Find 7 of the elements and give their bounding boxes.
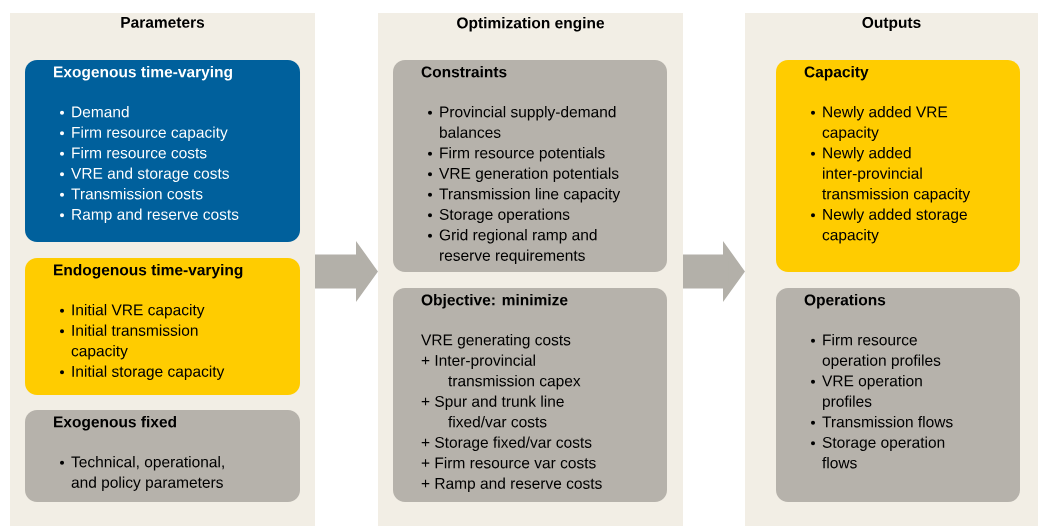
rounded-box: Objective: minimize VRE generating costs + Inter-provincial transmission capex + Spur and trunk line fixed/var costs + Storage fixed/var costs + Firm resource var costs + Ramp and reserve costs	[393, 288, 667, 502]
rounded-box: Constraints Provincial supply-demand balances Firm resource potentials VRE generation potentials Transmission line capacity Storage operations Grid regional ramp and reserve requirements	[393, 60, 667, 272]
rounded-box: Exogenous fixed Technical, operational, and policy parameters	[25, 410, 300, 502]
rounded-box: Exogenous time-varying Demand Firm resource capacity Firm resource costs VRE and storage costs Transmission costs Ramp and reserve costs	[25, 60, 300, 242]
rounded-box: Endogenous time-varying Initial VRE capacity Initial transmission capacity Initial storage capacity	[25, 258, 300, 395]
rounded-box: Capacity Newly added VRE capacity Newly added inter-provincial transmission capacity Newly added storage capacity	[776, 60, 1020, 272]
rounded-box: Operations Firm resource operation profiles VRE operation profiles Transmission flows Storage operation flows	[776, 288, 1020, 502]
